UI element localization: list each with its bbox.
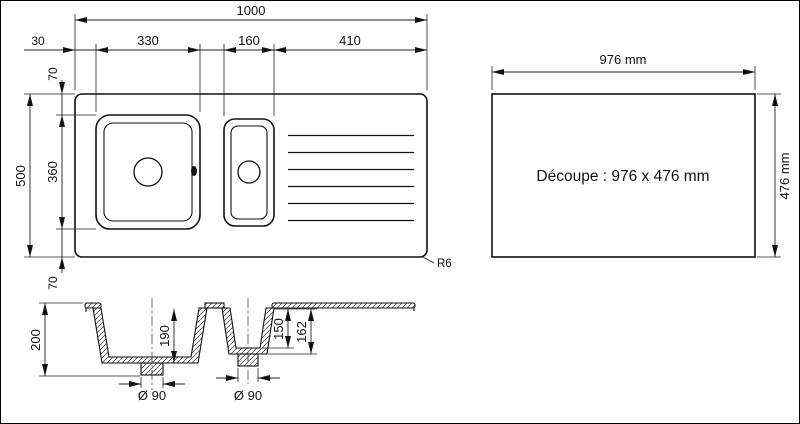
dim-cutout-width: 976 mm [491, 52, 756, 90]
rim-divider [204, 302, 225, 309]
dim-basin2-height: 162 [268, 309, 317, 355]
basin2-inner [230, 125, 268, 220]
dim-top-margin: 70 [46, 67, 65, 115]
dim-basin2-width-label: 160 [238, 33, 260, 48]
dim-total-depth-label: 500 [13, 165, 28, 187]
basin2-drain [237, 160, 261, 184]
section-view: 200 190 150 162 Ø 90 [28, 298, 416, 403]
dim-drainboard-width-label: 410 [339, 33, 361, 48]
dim-drain1-diameter-label: Ø 90 [138, 388, 166, 403]
cutout-view: Découpe : 976 x 476 mm 976 mm 476 mm [491, 52, 792, 258]
dim-bottom-margin-label: 70 [46, 276, 60, 290]
basin2-outer [223, 118, 275, 227]
dim-drain2-diameter-label: Ø 90 [234, 388, 262, 403]
basin1-section [92, 307, 208, 364]
dim-basin2-height-label: 162 [294, 321, 309, 343]
dim-basin1-depth: 190 [157, 309, 177, 363]
basin1-drain [133, 157, 163, 187]
dim-cutout-width-label: 976 mm [600, 52, 647, 67]
overflow-hole [191, 166, 197, 176]
dim-drain2-diameter: Ø 90 [216, 368, 280, 403]
rim-left [84, 302, 102, 309]
sink-outline [74, 93, 428, 258]
cutout-caption: Découpe : 976 x 476 mm [536, 168, 709, 185]
dim-total-width-label: 1000 [237, 3, 266, 18]
dim-basin1-depth-label: 190 [157, 325, 172, 347]
dim-overall-height: 200 [28, 302, 140, 377]
dim-cutout-height-label: 476 mm [777, 153, 792, 200]
corner-radius-label: R6 [437, 258, 452, 270]
dim-basin1-width-label: 330 [137, 33, 159, 48]
rim-drainboard [271, 302, 416, 309]
dim-top-margin-label: 70 [46, 67, 60, 81]
top-view: 1000 30 330 160 410 500 70 [13, 3, 452, 290]
dim-basin2-depth-label: 150 [271, 318, 286, 340]
basin1-outer [95, 114, 201, 230]
dim-row-2: 30 330 160 410 [24, 33, 427, 53]
dim-total-width: 1000 [75, 3, 427, 23]
dim-basin-depth: 360 [45, 115, 65, 229]
drainboard-grooves [288, 134, 414, 222]
cutout-outline [491, 93, 756, 258]
dim-left-margin-label: 30 [31, 34, 45, 48]
dim-cutout-height: 476 mm [757, 93, 792, 258]
dim-drain1-diameter: Ø 90 [119, 377, 185, 403]
dim-overall-height-label: 200 [28, 329, 43, 351]
dim-bottom-margin: 70 [46, 229, 65, 290]
corner-radius-callout: R6 [420, 255, 452, 270]
dim-total-depth: 500 [13, 94, 33, 257]
dim-basin-depth-label: 360 [45, 161, 60, 183]
